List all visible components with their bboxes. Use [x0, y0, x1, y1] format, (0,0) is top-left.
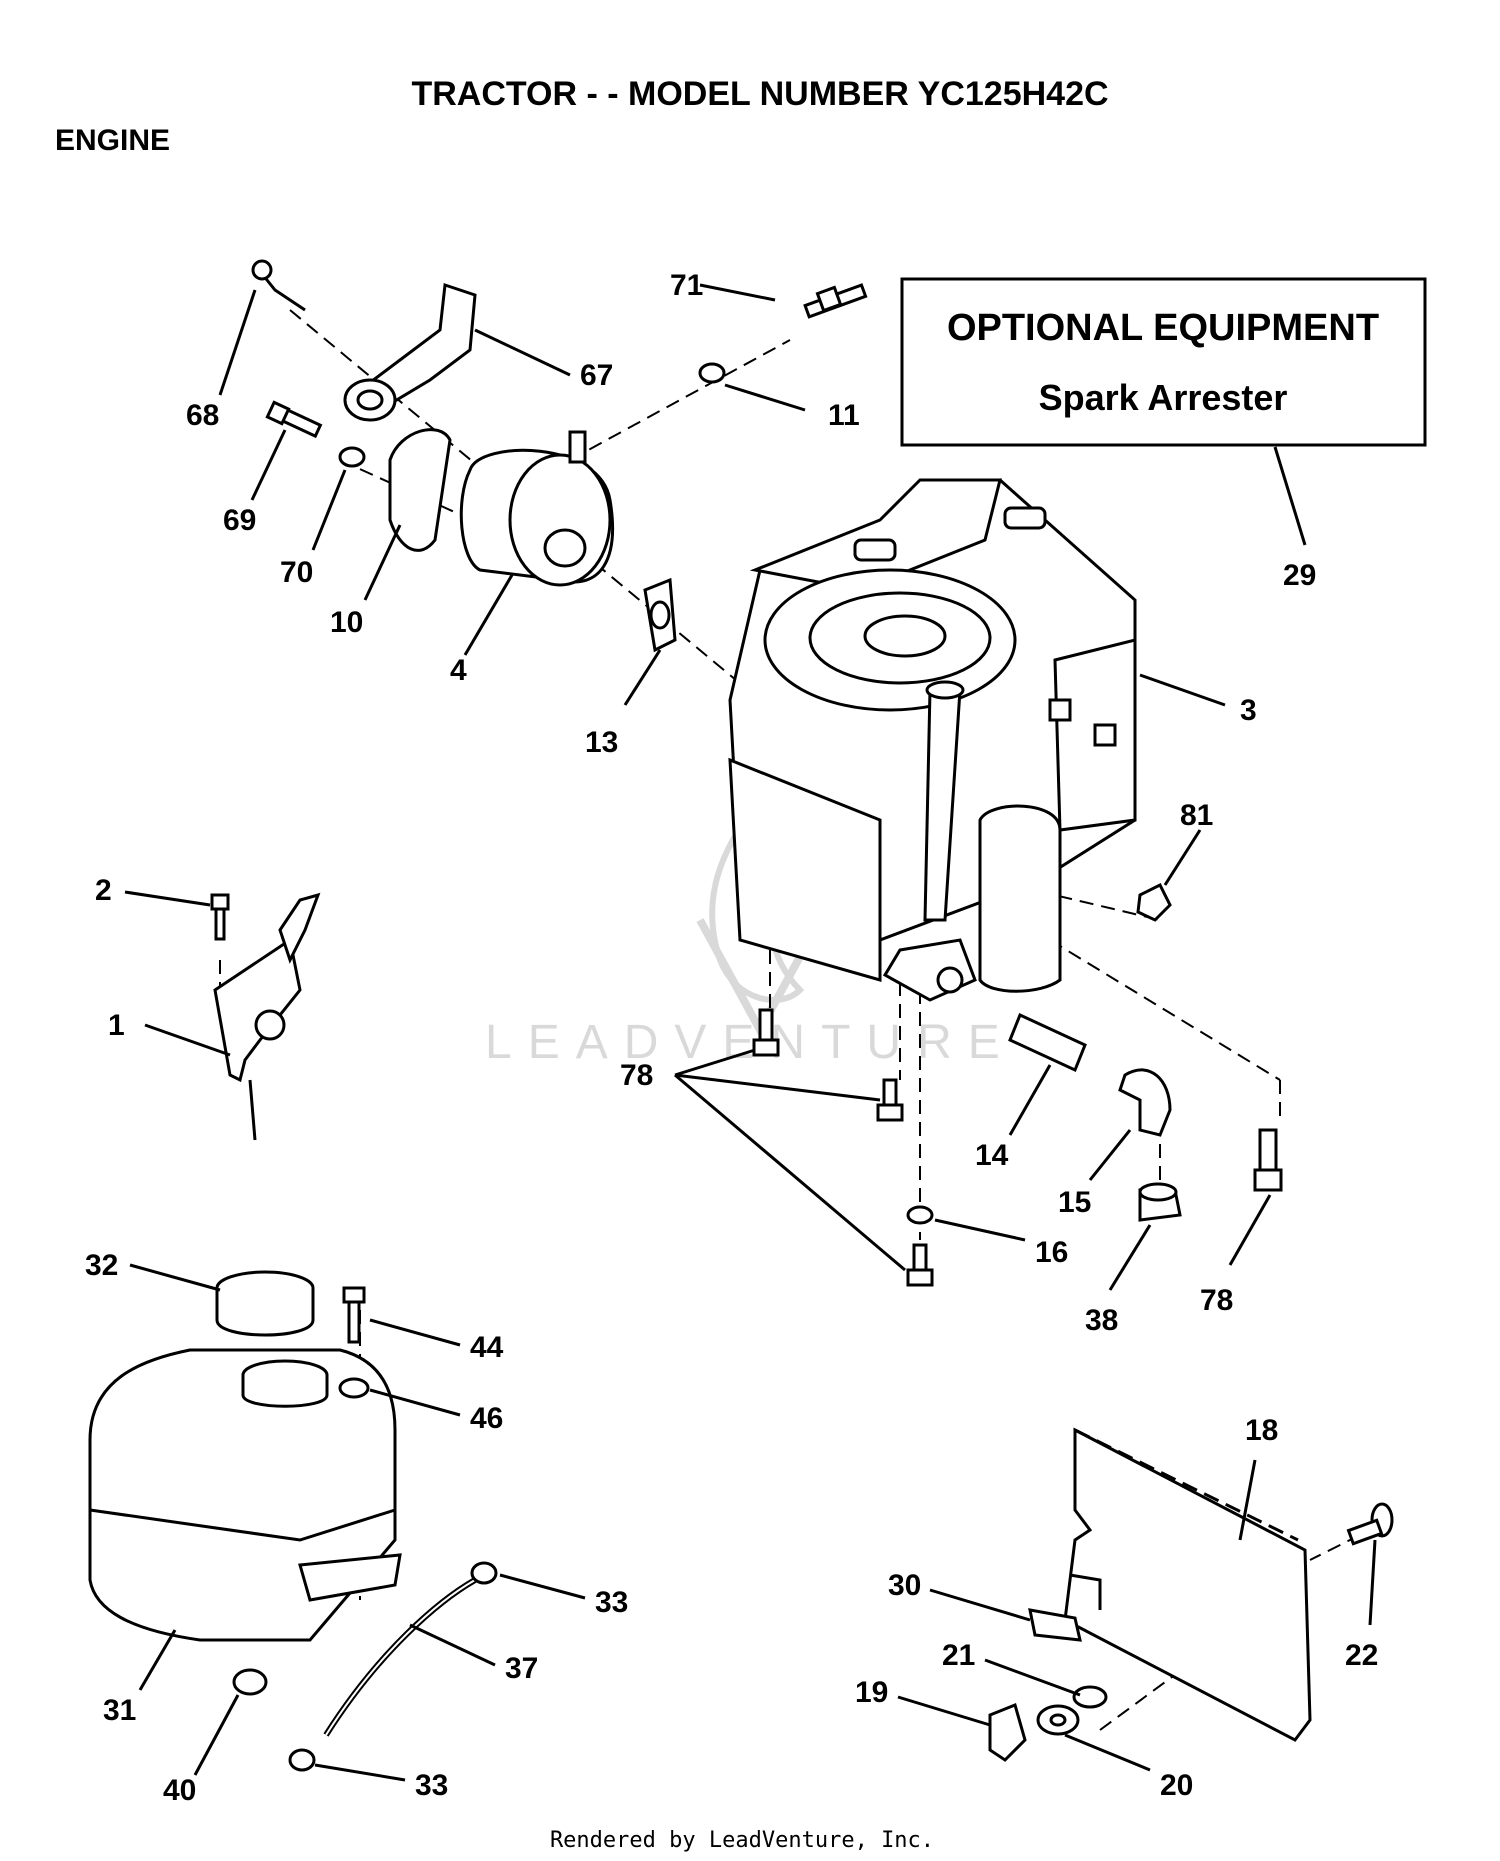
throttle-control: [210, 892, 321, 1141]
svg-text:81: 81: [1180, 799, 1213, 832]
throttle-callout-lines: [124, 890, 231, 1057]
callout-11: 11: [828, 399, 860, 432]
callout-71: 71: [670, 269, 703, 302]
watermark: LEADVENTURE: [485, 793, 1016, 1069]
callout-14: 14: [975, 1139, 1009, 1172]
tank-hardware: [232, 1286, 498, 1772]
callout-3: 3: [1139, 673, 1257, 727]
section-title: ENGINE: [55, 124, 170, 157]
callout-1: 1: [108, 1009, 125, 1042]
callout-30: 30: [888, 1569, 921, 1602]
callout-78-right: 78: [1200, 1284, 1233, 1317]
upper-callout-lines: [218, 283, 806, 706]
callout-70: 70: [280, 556, 313, 589]
callout-68: 68: [186, 399, 219, 432]
svg-text:3: 3: [1240, 694, 1257, 727]
tank-hardware-callouts: 44 46 33 37 33 40: [163, 1331, 628, 1807]
upper-hardware: [251, 259, 868, 468]
exhaust-gasket: [643, 577, 677, 653]
callout-44: 44: [470, 1331, 504, 1364]
callout-10: 10: [330, 606, 363, 639]
callout-20: 20: [1160, 1769, 1193, 1802]
bolt-callouts: 78 16: [620, 1059, 1068, 1269]
optional-equipment-title: OPTIONAL EQUIPMENT: [947, 307, 1379, 349]
callout-19: 19: [855, 1676, 888, 1709]
callout-78-left: 78: [620, 1059, 653, 1092]
muffler-shield: [388, 428, 452, 552]
upper-callouts: 68 67 71 11 69 70 10 4 13: [186, 269, 860, 759]
drain-callout-lines: [1008, 1064, 1272, 1291]
callout-37: 37: [505, 1652, 538, 1685]
tank-callouts: 32 31: [85, 1249, 136, 1727]
tank-callout-lines: [129, 1263, 221, 1691]
optional-equipment-box: OPTIONAL EQUIPMENT Spark Arrester: [900, 277, 1427, 546]
callout-69: 69: [223, 504, 256, 537]
callout-46: 46: [470, 1402, 503, 1435]
callout-21: 21: [942, 1639, 975, 1672]
fuel-tank: [88, 1270, 402, 1642]
callout-67: 67: [580, 359, 613, 392]
side-panel: [988, 1427, 1394, 1762]
callout-2: 2: [95, 874, 112, 907]
callout-18: 18: [1245, 1414, 1278, 1447]
callout-22: 22: [1345, 1639, 1378, 1672]
watermark-text: LEADVENTURE: [485, 1016, 1016, 1069]
engine-bolts: [752, 1008, 934, 1287]
footer-credit: Rendered by LeadVenture, Inc.: [550, 1828, 934, 1853]
callout-33-bottom: 33: [415, 1769, 448, 1802]
drain-callouts: 14 15 38 78: [975, 1139, 1233, 1337]
panel-callouts: 18 30 21 19 20 22: [855, 1414, 1378, 1802]
tank-hardware-callout-lines: [193, 1318, 586, 1782]
throttle-callouts: 2 1: [95, 874, 125, 1042]
bolt-callout-lines: [674, 1048, 1026, 1272]
exhaust-deflector: [343, 282, 477, 422]
callout-33-top: 33: [595, 1586, 628, 1619]
callout-38: 38: [1085, 1304, 1118, 1337]
optional-equipment-item: Spark Arrester: [1039, 377, 1288, 418]
engine-block: [728, 478, 1137, 1002]
callout-32: 32: [85, 1249, 118, 1282]
callout-4: 4: [450, 654, 467, 687]
callout-13: 13: [585, 726, 618, 759]
page-title: TRACTOR - - MODEL NUMBER YC125H42C: [411, 75, 1108, 113]
callout-15: 15: [1058, 1186, 1091, 1219]
callout-16: 16: [1035, 1236, 1068, 1269]
panel-callout-lines: [897, 1459, 1377, 1772]
muffler: [459, 430, 615, 587]
callout-31: 31: [103, 1694, 136, 1727]
callout-29: 29: [1283, 559, 1316, 592]
callout-40: 40: [163, 1774, 196, 1807]
drain-assembly: [1008, 1012, 1283, 1222]
nut-81: 81: [1136, 799, 1213, 922]
